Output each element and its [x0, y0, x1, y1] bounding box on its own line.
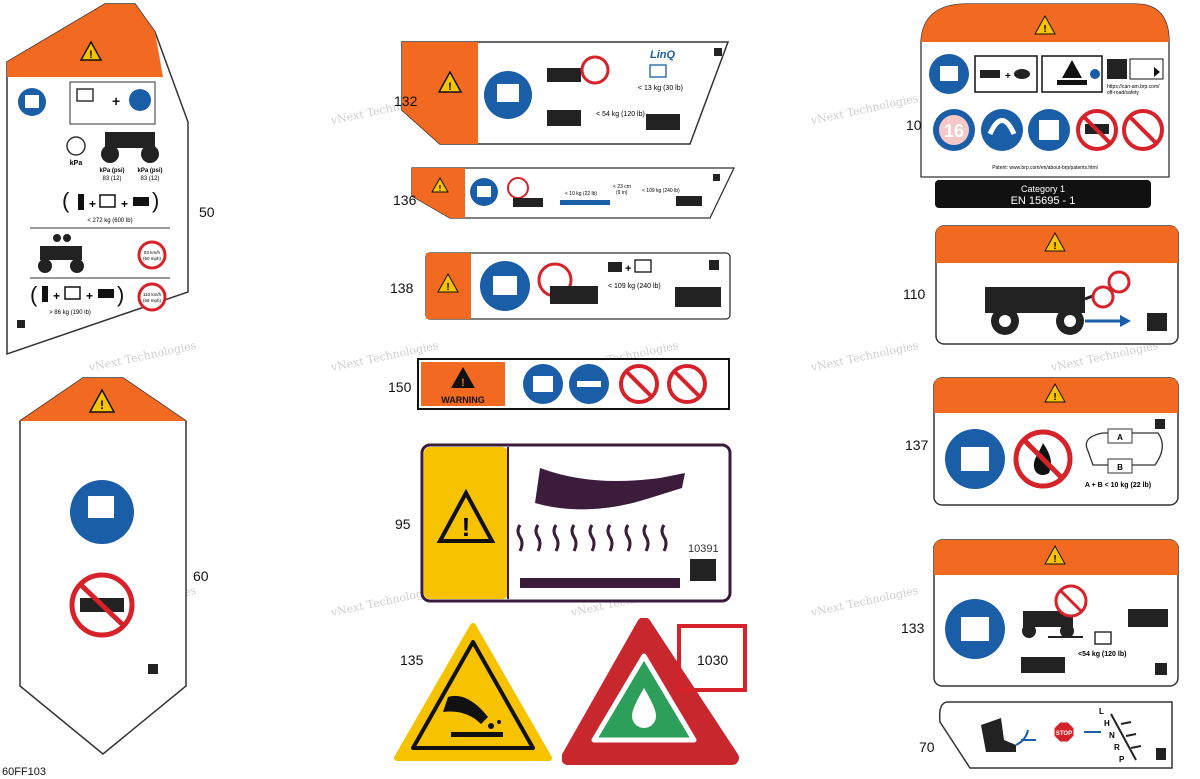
label-50-kpa: kPa	[70, 160, 83, 167]
label-1030	[562, 618, 747, 765]
callout-110: 110	[903, 286, 926, 302]
label-50-load-driver: > 86 kg (190 lb)	[49, 310, 91, 316]
label-136: ! < 10 kg (22 lb) < 23 cm (9 in) < 109 k…	[411, 167, 736, 219]
callout-50: 50	[199, 204, 215, 220]
svg-text:!: !	[100, 398, 104, 412]
svg-text:!: !	[1053, 392, 1056, 403]
callout-138: 138	[390, 280, 414, 296]
label-137-a: A	[1117, 433, 1123, 442]
label-132-brand: LinQ	[650, 49, 675, 61]
svg-text:): )	[152, 188, 159, 213]
svg-text:+: +	[1005, 71, 1011, 82]
label-132-load-2: < 54 kg (120 lb)	[596, 111, 645, 118]
label-60: !	[19, 377, 187, 755]
label-136-load-2b: (9 in)	[616, 190, 628, 196]
callout-133: 133	[901, 620, 925, 636]
label-137-load: A + B < 10 kg (22 lb)	[1085, 482, 1151, 489]
label-50: ! + kPa kPa (psi) kPa (psi) 83 (12) 83 (…	[6, 3, 189, 356]
label-10: ! + https://can-am.brp.com/ off-road/saf…	[920, 3, 1170, 208]
callout-70: 70	[919, 739, 935, 755]
callout-136: 136	[393, 192, 417, 208]
label-10-url-2: off-road/safety	[1107, 90, 1139, 96]
svg-text:!: !	[1043, 24, 1046, 35]
label-70-gear-h: H	[1104, 719, 1110, 728]
label-50-kpa-psi-1: kPa (psi)	[99, 168, 124, 174]
label-50-pressure-1: 83 (12)	[102, 176, 121, 182]
label-136-load-1: < 10 kg (22 lb)	[565, 191, 597, 197]
label-70: STOP L H N R P	[938, 701, 1173, 769]
callout-60: 60	[193, 568, 209, 584]
label-135	[394, 623, 552, 761]
label-133-load: <54 kg (120 lb)	[1078, 651, 1126, 658]
callout-132: 132	[394, 93, 418, 109]
label-70-gear-l: L	[1099, 707, 1104, 716]
watermark: vNext Technologies	[809, 338, 920, 375]
label-137: ! A B A + B < 10 kg (22 lb)	[933, 377, 1179, 506]
label-150-warning: WARNING	[441, 395, 485, 405]
label-10-url-1: https://can-am.brp.com/	[1107, 84, 1160, 90]
svg-text:+: +	[625, 263, 631, 275]
label-10-age: 16	[944, 121, 964, 141]
label-110: !	[935, 225, 1179, 345]
svg-text:(: (	[30, 282, 38, 307]
label-50-pressure-2: 83 (12)	[140, 176, 159, 182]
svg-text:!: !	[1053, 241, 1056, 252]
watermark: vNext Technologies	[809, 583, 920, 620]
label-50-kpa-psi-2: kPa (psi)	[137, 168, 162, 174]
label-150: ! WARNING	[417, 358, 730, 410]
svg-text:!: !	[448, 81, 452, 93]
svg-text:!: !	[89, 49, 93, 61]
label-10-category: Category 1	[1021, 184, 1065, 194]
label-70-stop: STOP	[1056, 731, 1072, 737]
svg-text:+: +	[53, 289, 60, 303]
callout-137: 137	[905, 437, 929, 453]
svg-text:+: +	[86, 289, 93, 303]
label-132-load-1: < 13 kg (30 lb)	[638, 85, 683, 92]
label-50-speed-2b: (68 mph)	[143, 298, 162, 303]
svg-text:!: !	[439, 184, 442, 193]
label-50-speed-2a: 110 km/h	[143, 292, 162, 297]
label-138: ! + < 109 kg (240 lb)	[425, 252, 731, 320]
svg-text:+: +	[89, 197, 96, 211]
svg-text:+: +	[121, 197, 128, 211]
label-10-patent: Patent: www.brp.com/en/about-brp/patents…	[992, 165, 1098, 171]
svg-text:(: (	[62, 188, 70, 213]
svg-text:+: +	[112, 93, 120, 109]
label-95: ! 10391	[420, 443, 732, 603]
watermark: vNext Technologies	[809, 91, 920, 128]
label-50-speed-1b: (50 mph)	[143, 256, 162, 261]
callout-135: 135	[400, 652, 424, 668]
callout-150: 150	[388, 379, 412, 395]
label-95-code: 10391	[688, 543, 719, 555]
label-133: ! <54 kg (120 lb)	[933, 539, 1179, 687]
label-137-b: B	[1117, 463, 1123, 472]
page-code: 60FF103	[2, 766, 47, 778]
label-136-load-2: < 23 cm	[613, 184, 631, 190]
label-50-load-total: < 272 kg (600 lb)	[87, 218, 132, 224]
svg-text:!: !	[446, 282, 449, 293]
label-136-load-3: < 109 kg (240 lb)	[642, 188, 680, 194]
label-70-gear-r: R	[1114, 743, 1120, 752]
label-10-standard: EN 15695 - 1	[1011, 195, 1076, 207]
svg-text:!: !	[461, 377, 465, 389]
svg-text:!: !	[462, 512, 471, 542]
svg-text:!: !	[1053, 554, 1056, 565]
label-70-gear-n: N	[1109, 731, 1115, 740]
callout-1030: 1030	[697, 652, 729, 668]
label-50-speed-1a: 83 km/h	[144, 250, 161, 255]
label-132: ! LinQ < 13 kg (30 lb) < 54 kg (120 lb)	[401, 41, 730, 145]
callout-95: 95	[395, 516, 411, 532]
callout-10: 10	[906, 117, 922, 133]
label-138-load: < 109 kg (240 lb)	[608, 283, 661, 290]
label-70-gear-p: P	[1119, 755, 1125, 764]
svg-text:): )	[117, 282, 124, 307]
